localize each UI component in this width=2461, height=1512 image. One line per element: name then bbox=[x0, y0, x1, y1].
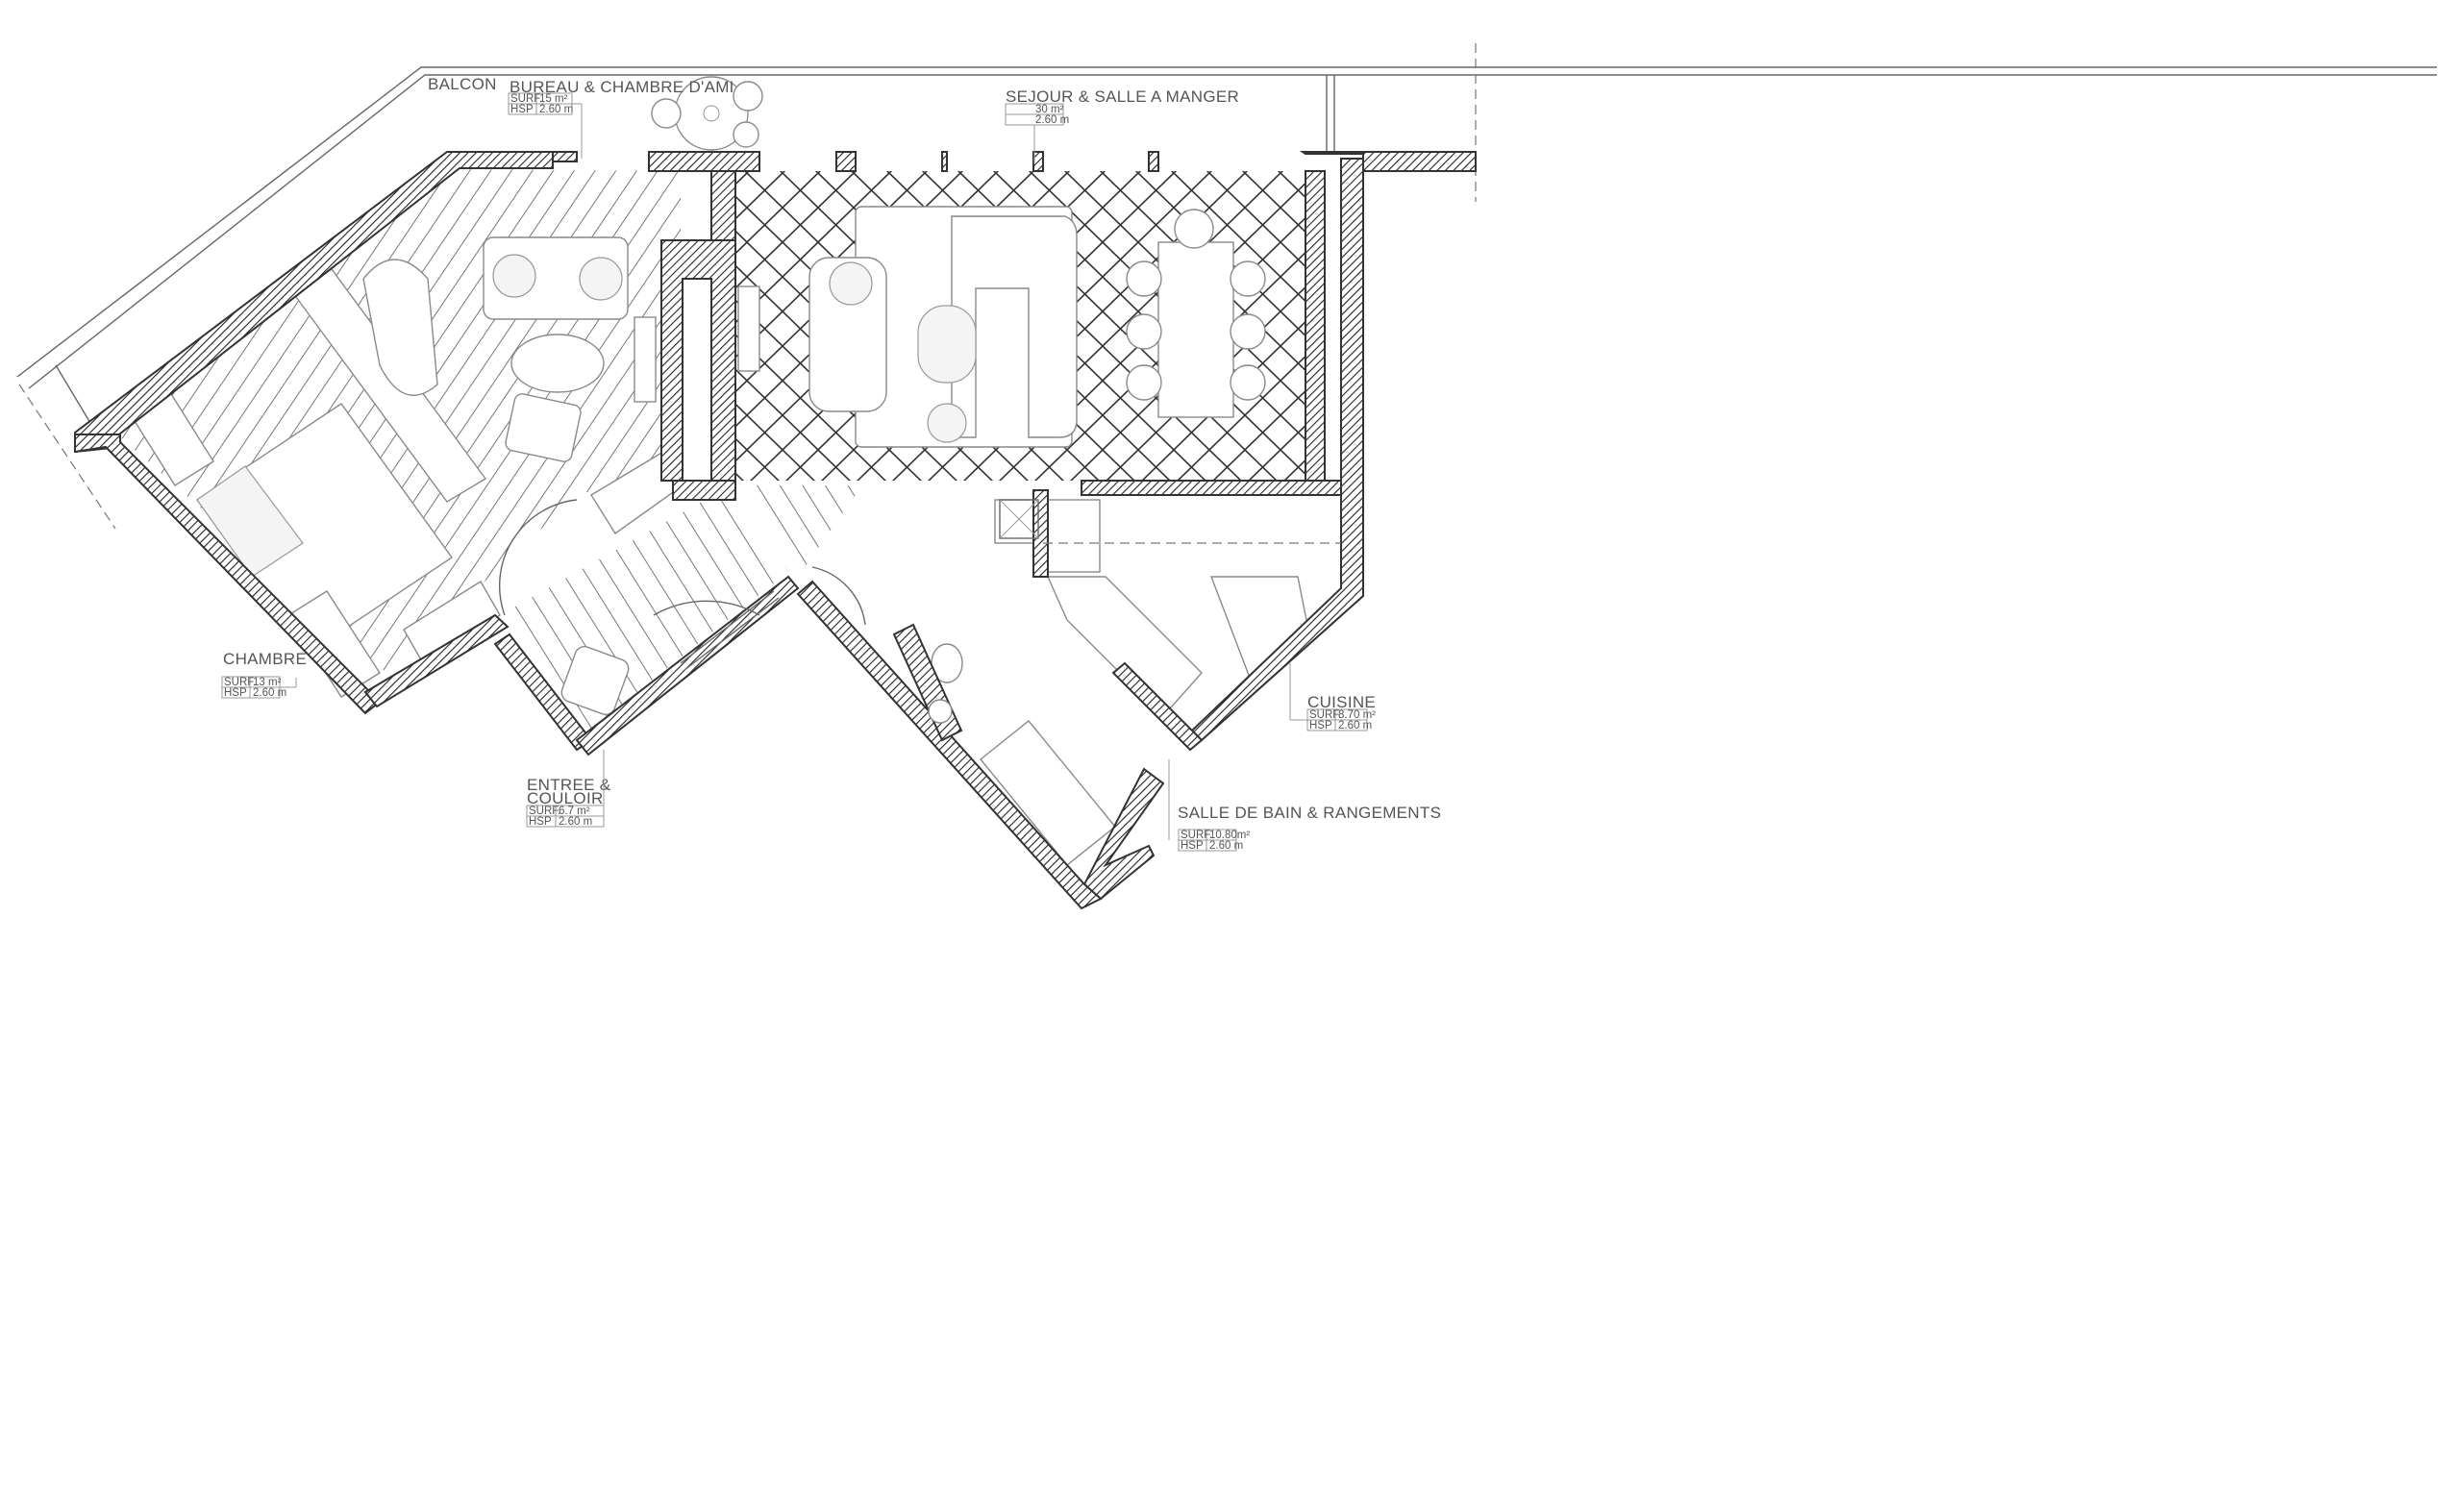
furniture bbox=[129, 206, 1308, 866]
area-table-chambre: SURF. 13 m² HSP 2.60 m bbox=[221, 676, 297, 699]
area-table-bureau: SURF. 15 m² HSP 2.60 m bbox=[508, 92, 583, 159]
bureau-hsp: 2.60 m bbox=[539, 104, 573, 115]
sdb-hsp: 2.60 m bbox=[1209, 840, 1243, 852]
label-sdb: SALLE DE BAIN & RANGEMENTS bbox=[1178, 804, 1441, 822]
label-entree-1: ENTREE & bbox=[527, 776, 611, 794]
label-bureau: BUREAU & CHAMBRE D'AMI bbox=[510, 78, 734, 96]
balcony bbox=[16, 43, 2437, 530]
sdb-surf-label: SURF. bbox=[1181, 830, 1212, 841]
room-labels: BALCON BUREAU & CHAMBRE D'AMI SEJOUR & S… bbox=[223, 75, 1441, 822]
entree-hsp-label: HSP bbox=[529, 816, 552, 828]
bureau-surf: 15 m² bbox=[539, 93, 568, 105]
chambre-surf: 13 m² bbox=[253, 677, 282, 688]
chambre-hsp: 2.60 m bbox=[253, 687, 286, 699]
label-sejour: SEJOUR & SALLE A MANGER bbox=[1006, 87, 1239, 106]
bureau-hsp-label: HSP bbox=[510, 104, 534, 115]
cuisine-hsp: 2.60 m bbox=[1338, 720, 1372, 731]
sejour-surf: 30 m² bbox=[1035, 104, 1064, 115]
label-entree-2: COULOIR bbox=[527, 789, 604, 807]
cuisine-hsp-label: HSP bbox=[1309, 720, 1332, 731]
bureau-surf-label: SURF. bbox=[510, 93, 542, 105]
cuisine-surf: 8.70 m² bbox=[1338, 709, 1376, 721]
area-table-sdb: SURF. 10.80m² HSP 2.60 m bbox=[1168, 759, 1250, 852]
area-table-entree: SURF. 6.7 m² HSP 2.60 m bbox=[526, 750, 605, 828]
walls bbox=[74, 151, 1477, 910]
sdb-hsp-label: HSP bbox=[1181, 840, 1204, 852]
area-table-sejour: 30 m² 2.60 m bbox=[1005, 103, 1069, 163]
entree-surf: 6.7 m² bbox=[559, 806, 590, 817]
entree-surf-label: SURF. bbox=[529, 806, 560, 817]
area-table-cuisine: SURF. 8.70 m² HSP 2.60 m bbox=[1289, 663, 1376, 731]
label-cuisine: CUISINE bbox=[1307, 693, 1376, 711]
sdb-surf: 10.80m² bbox=[1209, 830, 1250, 841]
label-balcon: BALCON bbox=[428, 75, 497, 93]
wet-rooms bbox=[798, 492, 1346, 865]
cuisine-surf-label: SURF. bbox=[1309, 709, 1341, 721]
label-chambre: CHAMBRE bbox=[223, 650, 307, 668]
chambre-hsp-label: HSP bbox=[224, 687, 247, 699]
details bbox=[498, 499, 1341, 724]
chambre-surf-label: SURF. bbox=[224, 677, 256, 688]
entree-hsp: 2.60 m bbox=[559, 816, 592, 828]
sejour-hsp: 2.60 m bbox=[1035, 114, 1069, 126]
